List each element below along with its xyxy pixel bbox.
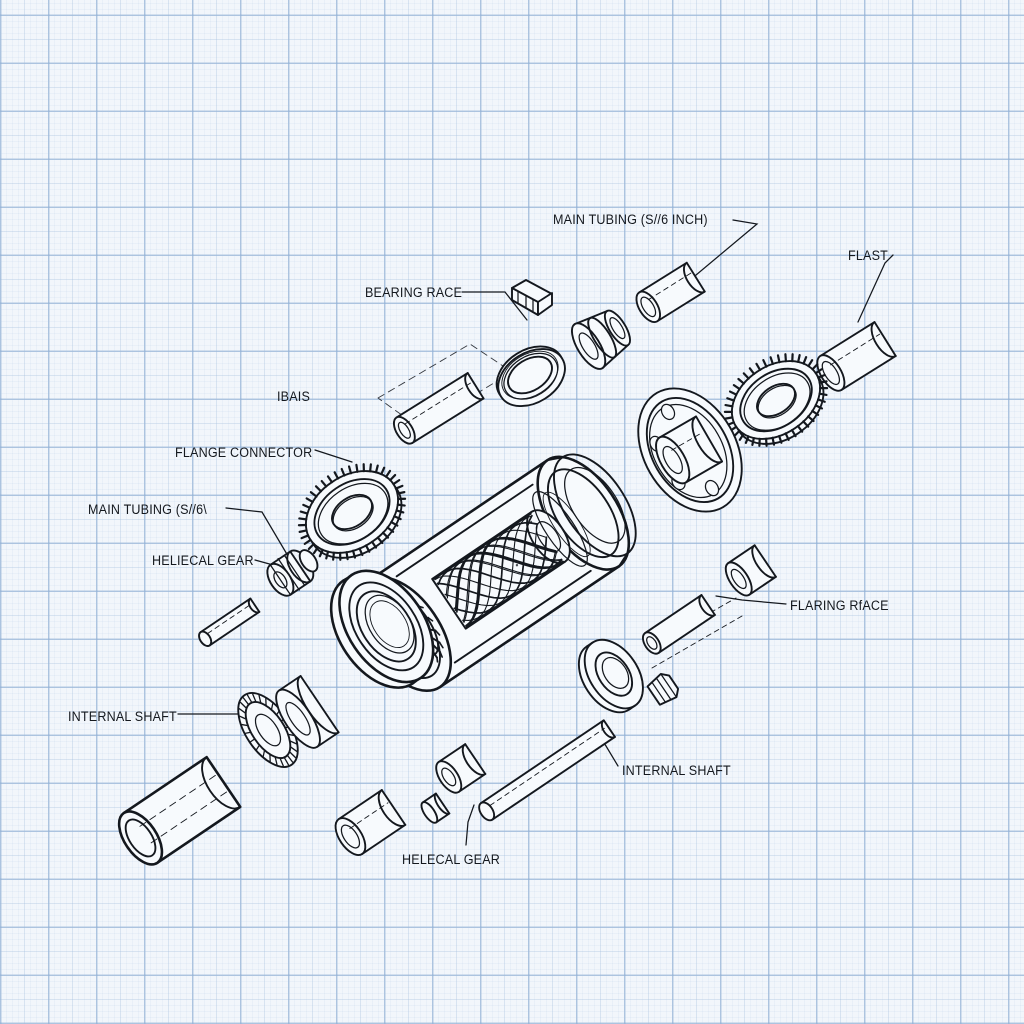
part-large-race-left — [329, 569, 435, 689]
part-small-bushing-right — [724, 544, 777, 597]
callout-internal-shaft-left: INTERNAL SHAFT — [68, 709, 177, 724]
callout-main-tubing-left: MAIN TUBING (S//6\ — [88, 502, 207, 517]
part-rod-right — [641, 594, 716, 655]
part-clip-right — [646, 672, 680, 706]
part-small-coupler-top — [511, 279, 553, 316]
part-small-hub-gear — [266, 549, 319, 597]
part-tube-far-right — [816, 321, 897, 392]
callout-bearing-race: BEARING RACE — [365, 285, 463, 300]
part-main-tube-top — [635, 261, 706, 323]
part-tube-bottom-left — [117, 755, 242, 866]
part-spacer-bottom — [420, 792, 451, 824]
callout-main-tubing-top: MAIN TUBING (S//6 INCH) — [553, 212, 708, 227]
part-flanged-bushing — [571, 309, 631, 370]
part-pin-left — [198, 597, 261, 647]
part-bearing-race-ring — [495, 345, 566, 408]
part-spur-gear-left — [297, 463, 407, 561]
callout-flast: FLAST — [848, 248, 889, 263]
part-roller-ring — [275, 675, 340, 749]
part-internal-shaft-rod — [478, 719, 616, 822]
callout-flaring-rface: FLARING RfACE — [790, 598, 889, 613]
part-spur-gear-right — [723, 353, 829, 447]
callout-ibais: IBAIS — [277, 389, 311, 404]
callout-flange-connector: FLANGE CONNECTOR — [175, 445, 313, 460]
callout-internal-shaft-right: INTERNAL SHAFT — [622, 763, 731, 778]
part-ring-lower-right — [577, 638, 644, 714]
part-sleeve-bottom-mid — [435, 743, 487, 794]
part-short-sleeve-bottom — [334, 789, 407, 856]
callout-heliecal-gear: HELIECAL GEAR — [152, 553, 254, 568]
callout-helecal-gear-bottom: HELECAL GEAR — [402, 852, 501, 867]
part-plain-tube-upper-left — [392, 372, 485, 445]
part-flange-plate — [637, 387, 743, 513]
